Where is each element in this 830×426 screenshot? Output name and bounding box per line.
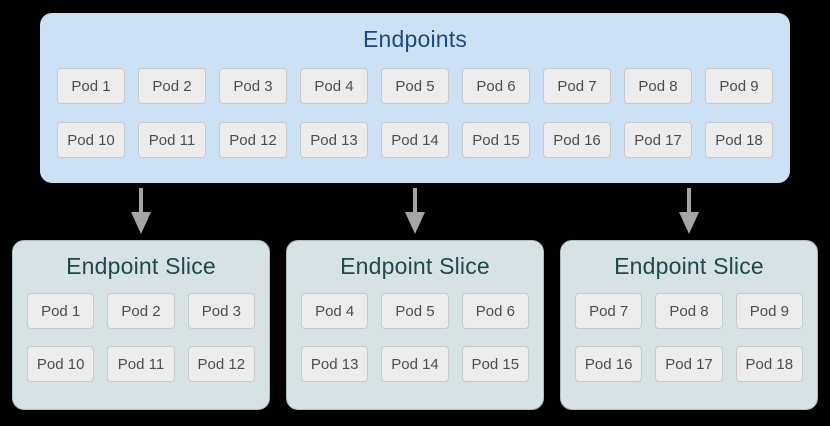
pod-box: Pod 8: [624, 68, 692, 105]
pod-box: Pod 18: [705, 122, 773, 159]
pod-box: Pod 2: [138, 68, 206, 105]
pod-box: Pod 9: [705, 68, 773, 105]
pod-box: Pod 7: [575, 293, 643, 330]
pod-box: Pod 15: [462, 122, 530, 159]
slice-pod-grid: Pod 4 Pod 5 Pod 6 Pod 13 Pod 14 Pod 15: [301, 293, 529, 383]
down-arrow-icon: [678, 188, 700, 234]
pod-box: Pod 12: [219, 122, 287, 159]
pod-box: Pod 5: [381, 68, 449, 105]
pod-box: Pod 1: [57, 68, 125, 105]
pod-box: Pod 18: [735, 346, 803, 383]
pod-box: Pod 5: [381, 293, 449, 330]
endpoints-title: Endpoints: [362, 26, 468, 52]
pod-box: Pod 10: [27, 346, 95, 383]
down-arrow-icon: [130, 188, 152, 234]
pod-box: Pod 16: [575, 346, 643, 383]
pod-box: Pod 11: [107, 346, 175, 383]
pod-box: Pod 7: [543, 68, 611, 105]
pod-box: Pod 9: [735, 293, 803, 330]
pod-box: Pod 8: [655, 293, 723, 330]
pod-box: Pod 11: [138, 122, 206, 159]
pod-box: Pod 3: [219, 68, 287, 105]
pod-box: Pod 13: [301, 346, 369, 383]
pod-box: Pod 6: [462, 68, 530, 105]
pod-box: Pod 1: [27, 293, 95, 330]
endpoint-slice-title: Endpoint Slice: [340, 253, 490, 279]
pod-box: Pod 12: [187, 346, 255, 383]
down-arrow-icon: [404, 188, 426, 234]
pod-box: Pod 4: [301, 293, 369, 330]
pod-box: Pod 17: [655, 346, 723, 383]
pod-box: Pod 3: [187, 293, 255, 330]
endpoint-slice-title: Endpoint Slice: [614, 253, 764, 279]
pod-box: Pod 14: [381, 346, 449, 383]
slice-pod-grid: Pod 7 Pod 8 Pod 9 Pod 16 Pod 17 Pod 18: [575, 293, 803, 383]
pod-box: Pod 2: [107, 293, 175, 330]
endpoints-pod-grid: Pod 1 Pod 2 Pod 3 Pod 4 Pod 5 Pod 6 Pod 7 Pod 8…: [57, 68, 773, 159]
endpoint-slice-title: Endpoint Slice: [66, 253, 216, 279]
slice-pod-grid: Pod 1 Pod 2 Pod 3 Pod 10 Pod 11 Pod 12: [27, 293, 255, 383]
pod-box: Pod 14: [381, 122, 449, 159]
pod-box: Pod 15: [461, 346, 529, 383]
pod-box: Pod 13: [300, 122, 368, 159]
pod-box: Pod 16: [543, 122, 611, 159]
pod-box: Pod 4: [300, 68, 368, 105]
pod-box: Pod 17: [624, 122, 692, 159]
endpoints-box: Endpoints Pod 1 Pod 2 Pod 3 Pod 4 Pod 5 Pod 6…: [40, 13, 790, 183]
pod-box: Pod 10: [57, 122, 125, 159]
pod-box: Pod 6: [461, 293, 529, 330]
